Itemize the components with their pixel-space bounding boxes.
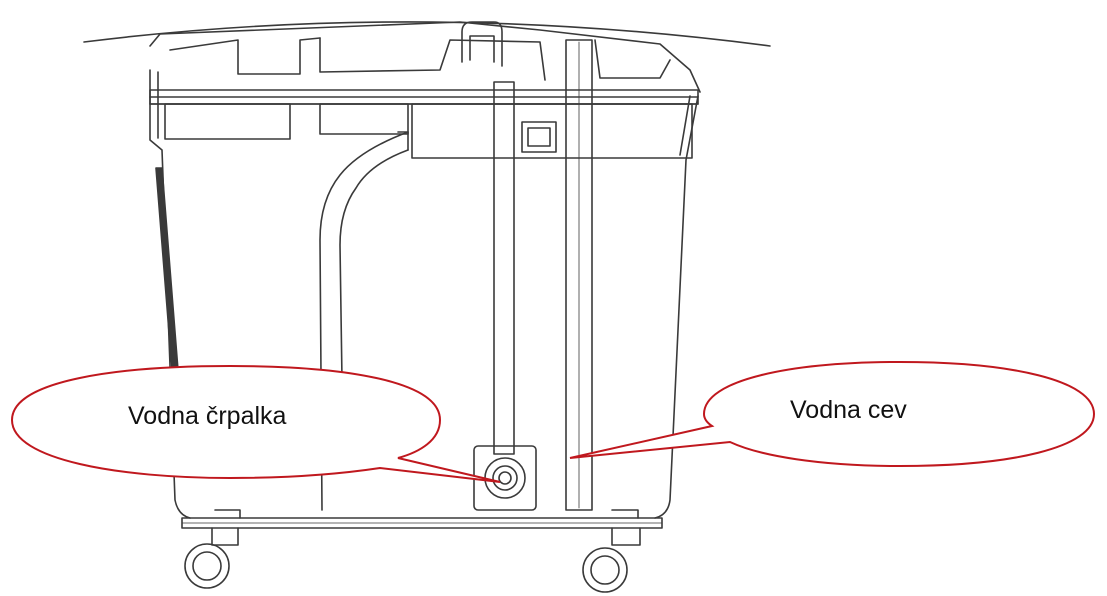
left-strap <box>155 167 179 371</box>
hose-callout-bubble <box>569 360 1096 468</box>
lid-handle <box>461 21 503 67</box>
lid-inner <box>169 37 321 75</box>
inner-duct <box>319 131 409 511</box>
lid-body <box>149 21 701 93</box>
lid-arc <box>83 21 771 47</box>
lid-detail <box>319 37 546 81</box>
clip-bracket <box>521 121 557 153</box>
right-wheel <box>582 547 628 593</box>
hose-callout-label: Vodna cev <box>790 396 907 424</box>
water-hose <box>565 39 593 511</box>
riser-pipe <box>493 81 515 455</box>
left-caster-mount <box>211 527 239 546</box>
left-wheel <box>184 543 230 589</box>
pump-callout-bubble <box>10 364 501 483</box>
pump-outlet <box>484 457 526 499</box>
tank-right-wall <box>654 95 699 519</box>
right-caster-mount <box>611 527 641 546</box>
pump-callout-label: Vodna črpalka <box>128 402 287 430</box>
base-plate <box>181 517 663 529</box>
